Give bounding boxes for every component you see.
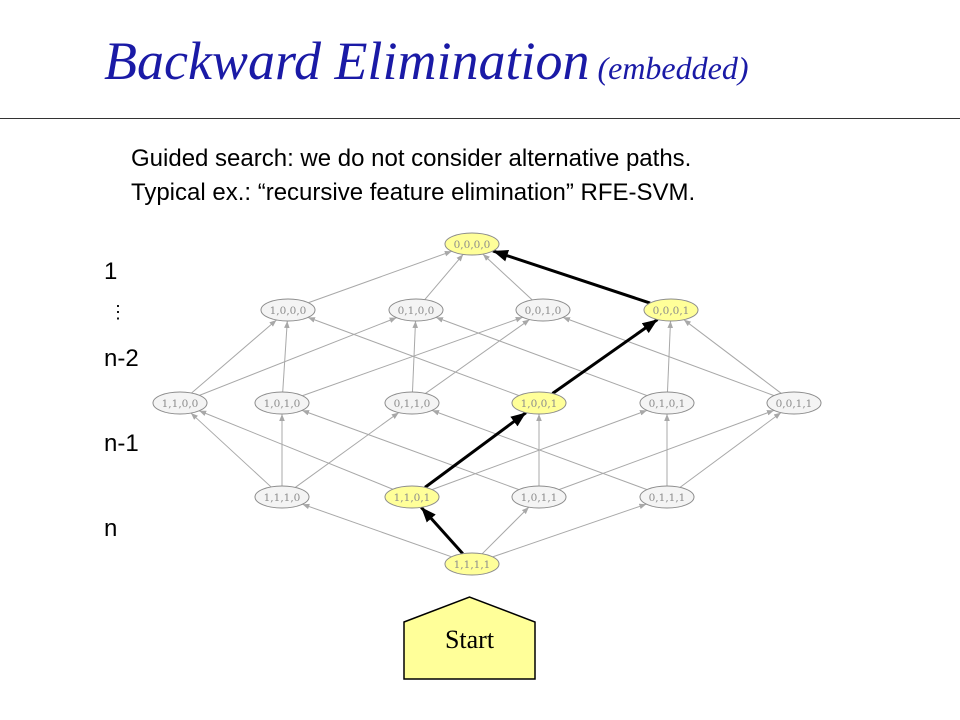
title-divider	[0, 118, 960, 119]
lattice-edge-1101-1100	[198, 410, 394, 490]
node-label: 1,0,0,0	[270, 305, 307, 317]
start-marker	[403, 596, 536, 680]
node-label: 1,1,1,1	[454, 559, 491, 571]
node-label: 1,1,0,1	[394, 492, 431, 504]
lattice-node-1100: 1,1,0,0	[152, 391, 208, 415]
lattice-edge-0011-0001	[683, 319, 782, 394]
node-label: 1,0,1,1	[521, 492, 558, 504]
lattice-edge-0101-0100	[435, 316, 648, 397]
start-label: Start	[444, 625, 495, 654]
description-line-2: Typical ex.: “recursive feature eliminat…	[131, 179, 696, 206]
node-label: 1,0,0,1	[521, 398, 558, 410]
lattice-edge-1111-0111	[492, 503, 647, 558]
lattice-node-1010: 1,0,1,0	[254, 391, 310, 415]
lattice-edge-1100-1000	[191, 319, 277, 394]
node-label: 0,1,1,1	[649, 492, 686, 504]
lattice-edge-0100-0000	[424, 254, 464, 300]
lattice-node-0110: 0,1,1,0	[384, 391, 440, 415]
search-path-edge-1001-0001	[551, 318, 659, 395]
lattice-node-1111: 1,1,1,1	[444, 552, 500, 576]
lattice-edge-1110-1100	[190, 412, 272, 488]
description-line-1: Guided search: we do not consider altern…	[131, 145, 692, 172]
lattice-edge-1111-1110	[302, 503, 452, 558]
node-label: 1,0,1,0	[264, 398, 301, 410]
lattice-edge-0011-0010	[562, 316, 775, 397]
node-label: 0,1,1,0	[394, 398, 431, 410]
page-title: Backward Elimination(embedded)	[104, 30, 748, 92]
lattice-edge-1010-1000	[282, 320, 290, 393]
lattice-node-0001: 0,0,0,1	[643, 298, 699, 322]
lattice-node-0111: 0,1,1,1	[639, 485, 695, 509]
node-label: 1,1,1,0	[264, 492, 301, 504]
node-label: 0,0,1,1	[776, 398, 813, 410]
description: Guided search: we do not consider altern…	[131, 142, 695, 210]
lattice-edge-0111-0011	[679, 412, 782, 488]
lattice-node-1011: 1,0,1,1	[511, 485, 567, 509]
node-label: 0,0,0,0	[454, 239, 491, 251]
node-label: 0,0,0,1	[653, 305, 690, 317]
lattice-edge-0110-0100	[411, 320, 419, 393]
lattice-edge-0111-0110	[431, 409, 648, 491]
lattice-node-0010: 0,0,1,0	[515, 298, 571, 322]
lattice-edge-1000-0000	[308, 250, 452, 304]
level-label-n: n	[104, 515, 118, 542]
lattice-edge-1010-0010	[302, 316, 523, 397]
lattice-node-0011: 0,0,1,1	[766, 391, 822, 415]
lattice-edge-0110-0010	[425, 319, 530, 394]
title-main: Backward Elimination	[104, 31, 590, 91]
node-label: 0,1,0,0	[398, 305, 435, 317]
node-label: 0,1,0,1	[649, 398, 686, 410]
node-label: 1,1,0,0	[162, 398, 199, 410]
lattice-node-1101: 1,1,0,1	[384, 485, 440, 509]
lattice-edge-1110-0110	[294, 412, 400, 488]
lattice-edge-0010-0000	[482, 253, 533, 301]
search-path-edge-1101-1001	[424, 411, 527, 489]
level-label-n-1: n-1	[104, 430, 139, 457]
lattice-node-1001: 1,0,0,1	[511, 391, 567, 415]
lattice-node-1000: 1,0,0,0	[260, 298, 316, 322]
level-label-n-2: n-2	[104, 345, 139, 372]
node-label: 0,0,1,0	[525, 305, 562, 317]
lattice-node-0101: 0,1,0,1	[639, 391, 695, 415]
lattice-node-1110: 1,1,1,0	[254, 485, 310, 509]
search-path-edge-1111-1101	[420, 506, 464, 555]
title-sub: (embedded)	[597, 50, 749, 86]
level-label-1: 1	[104, 258, 118, 285]
search-path-edge-0001-0000	[492, 249, 651, 305]
lattice-node-0000: 0,0,0,0	[444, 232, 500, 256]
lattice-edge-1100-0100	[199, 317, 397, 396]
lattice-node-0100: 0,1,0,0	[388, 298, 444, 322]
lattice-edge-1011-1010	[301, 409, 520, 491]
lattice-edge-1111-1011	[481, 506, 530, 555]
